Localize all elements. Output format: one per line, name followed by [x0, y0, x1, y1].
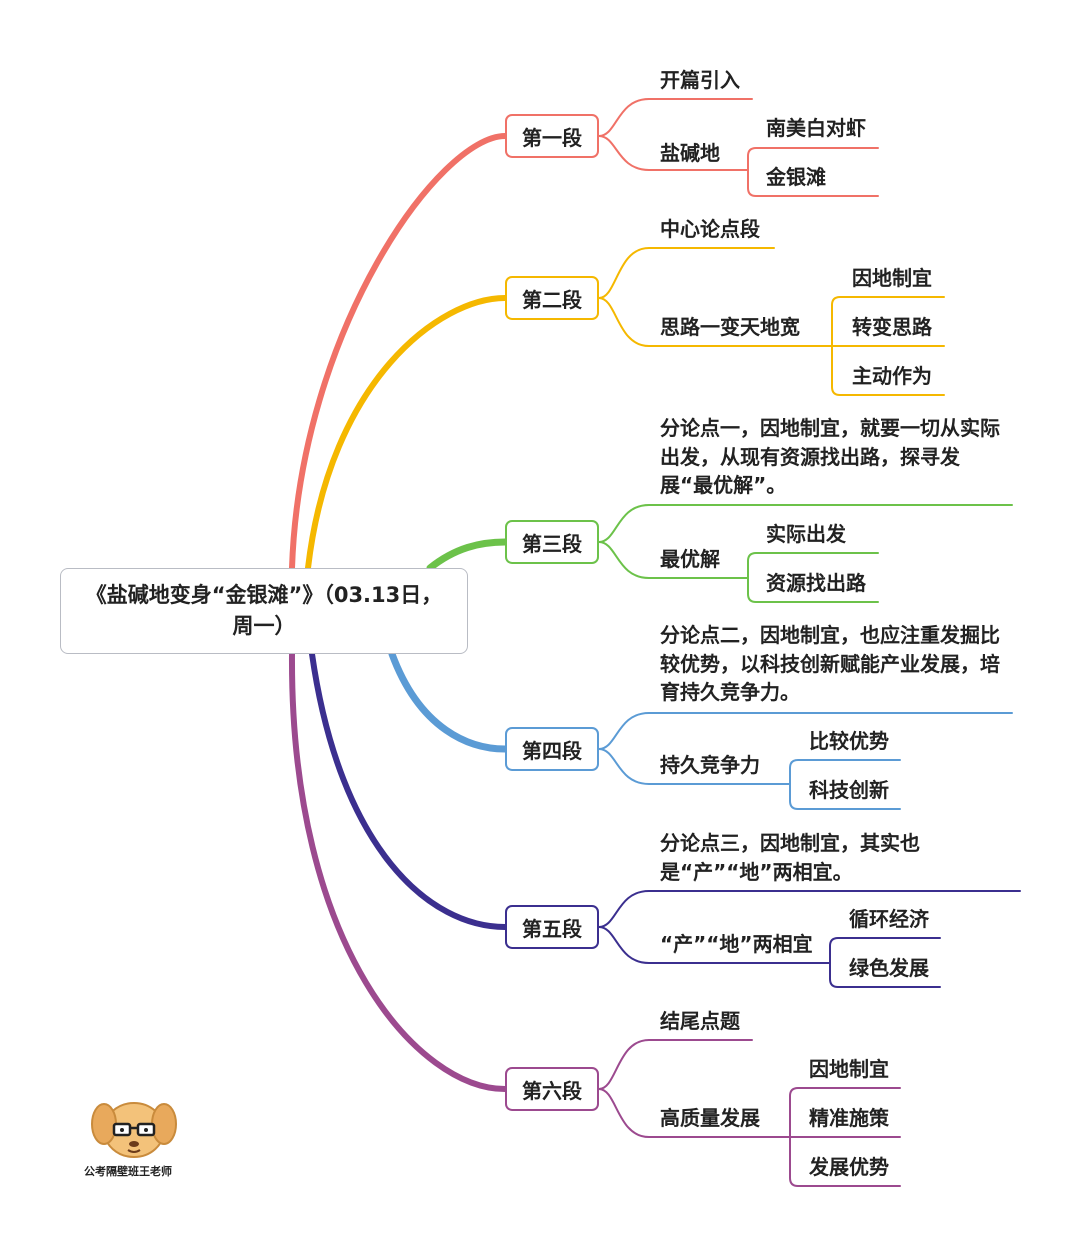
leaf-line-3-2	[747, 577, 879, 603]
trunk-line-2	[305, 295, 508, 571]
section-5-node[interactable]: 第五段	[505, 905, 599, 949]
topic-sub-argument-2[interactable]: 分论点二，因地制宜，也应注重发掘比较优势，以科技创新赋能产业发展，培育持久竞争力…	[660, 623, 1000, 704]
leaf-local-conditions[interactable]: 因地制宜	[852, 266, 932, 290]
branch-line-6-1	[598, 1039, 753, 1090]
topic-industry-land-harmony[interactable]: “产”“地”两相宜	[660, 932, 813, 956]
leaf-line-2-3	[831, 345, 945, 396]
leaf-line-4-1	[789, 759, 901, 785]
root-topic-label: 《盐碱地变身“金银滩”》（03.13日，周一）	[85, 583, 443, 638]
section-4-node[interactable]: 第四段	[505, 727, 599, 771]
leaf-line-5-1	[829, 937, 941, 964]
leaf-line-6-3	[789, 1136, 901, 1187]
branch-line-1-1	[598, 98, 753, 137]
branch-line-5-2	[598, 926, 831, 964]
leaf-change-thinking[interactable]: 转变思路	[852, 315, 932, 339]
section-2-node[interactable]: 第二段	[505, 276, 599, 320]
topic-mindset-change[interactable]: 思路一变天地宽	[660, 315, 800, 339]
branch-line-2-2	[598, 297, 833, 347]
leaf-precise-policy[interactable]: 精准施策	[809, 1106, 889, 1130]
leaf-comparative-advantage[interactable]: 比较优势	[809, 729, 889, 753]
leaf-line-1-2	[747, 169, 879, 197]
section-6-node[interactable]: 第六段	[505, 1067, 599, 1111]
leaf-circular-economy[interactable]: 循环经济	[849, 907, 929, 931]
branch-line-1-2	[598, 135, 749, 171]
section-1-label: 第一段	[522, 125, 582, 150]
topic-lasting-competitiveness[interactable]: 持久竞争力	[660, 753, 760, 777]
leaf-green-development[interactable]: 绿色发展	[849, 956, 929, 980]
leaf-line-4-2	[789, 783, 901, 810]
branch-line-3-1	[598, 504, 1013, 543]
leaf-line-3-1	[747, 552, 879, 579]
section-6-label: 第六段	[522, 1078, 582, 1103]
section-1-node[interactable]: 第一段	[505, 114, 599, 158]
leaf-resource-path[interactable]: 资源找出路	[766, 571, 866, 595]
section-4-label: 第四段	[522, 738, 582, 763]
section-2-label: 第二段	[522, 287, 582, 312]
topic-conclusion[interactable]: 结尾点题	[660, 1009, 740, 1033]
leaf-take-initiative[interactable]: 主动作为	[852, 364, 932, 388]
trunk-line-3	[426, 538, 509, 572]
topic-saline-land[interactable]: 盐碱地	[660, 141, 720, 165]
leaf-line-1-1	[747, 147, 879, 171]
branch-line-2-1	[598, 247, 775, 299]
topic-high-quality-development[interactable]: 高质量发展	[660, 1106, 760, 1130]
leaf-tech-innovation[interactable]: 科技创新	[809, 778, 889, 802]
section-5-label: 第五段	[522, 916, 582, 941]
trunk-line-6	[288, 651, 508, 1092]
branch-line-4-1	[598, 712, 1013, 750]
topic-optimal-solution[interactable]: 最优解	[660, 547, 720, 571]
trunk-line-5	[309, 651, 508, 930]
section-3-label: 第三段	[522, 531, 582, 556]
leaf-line-5-2	[829, 962, 941, 988]
cartoon-dog-with-glasses-icon	[91, 1102, 177, 1158]
topic-sub-argument-3[interactable]: 分论点三，因地制宜，其实也是“产”“地”两相宜。	[660, 831, 920, 884]
branch-line-4-2	[598, 748, 791, 785]
root-topic[interactable]: 《盐碱地变身“金银滩”》（03.13日，周一）	[60, 568, 468, 654]
leaf-line-6-1	[789, 1087, 901, 1138]
leaf-line-2-1	[831, 296, 945, 347]
trunk-line-1	[289, 133, 508, 571]
leaf-local-conditions-2[interactable]: 因地制宜	[809, 1057, 889, 1081]
topic-central-thesis[interactable]: 中心论点段	[660, 217, 760, 241]
section-3-node[interactable]: 第三段	[505, 520, 599, 564]
branch-line-3-2	[598, 541, 749, 579]
leaf-shrimp[interactable]: 南美白对虾	[766, 116, 866, 140]
topic-sub-argument-1[interactable]: 分论点一，因地制宜，就要一切从实际出发，从现有资源找出路，探寻发展“最优解”。	[660, 416, 1000, 497]
trunk-line-4	[388, 650, 509, 753]
leaf-golden-beach[interactable]: 金银滩	[766, 165, 826, 189]
leaf-development-advantage[interactable]: 发展优势	[809, 1155, 889, 1179]
logo-caption: 公考隔壁班王老师	[84, 1165, 172, 1178]
branch-line-5-1	[598, 890, 1021, 928]
branch-line-6-2	[598, 1088, 791, 1138]
topic-opening[interactable]: 开篇引入	[660, 68, 740, 92]
leaf-practical-start[interactable]: 实际出发	[766, 522, 846, 546]
